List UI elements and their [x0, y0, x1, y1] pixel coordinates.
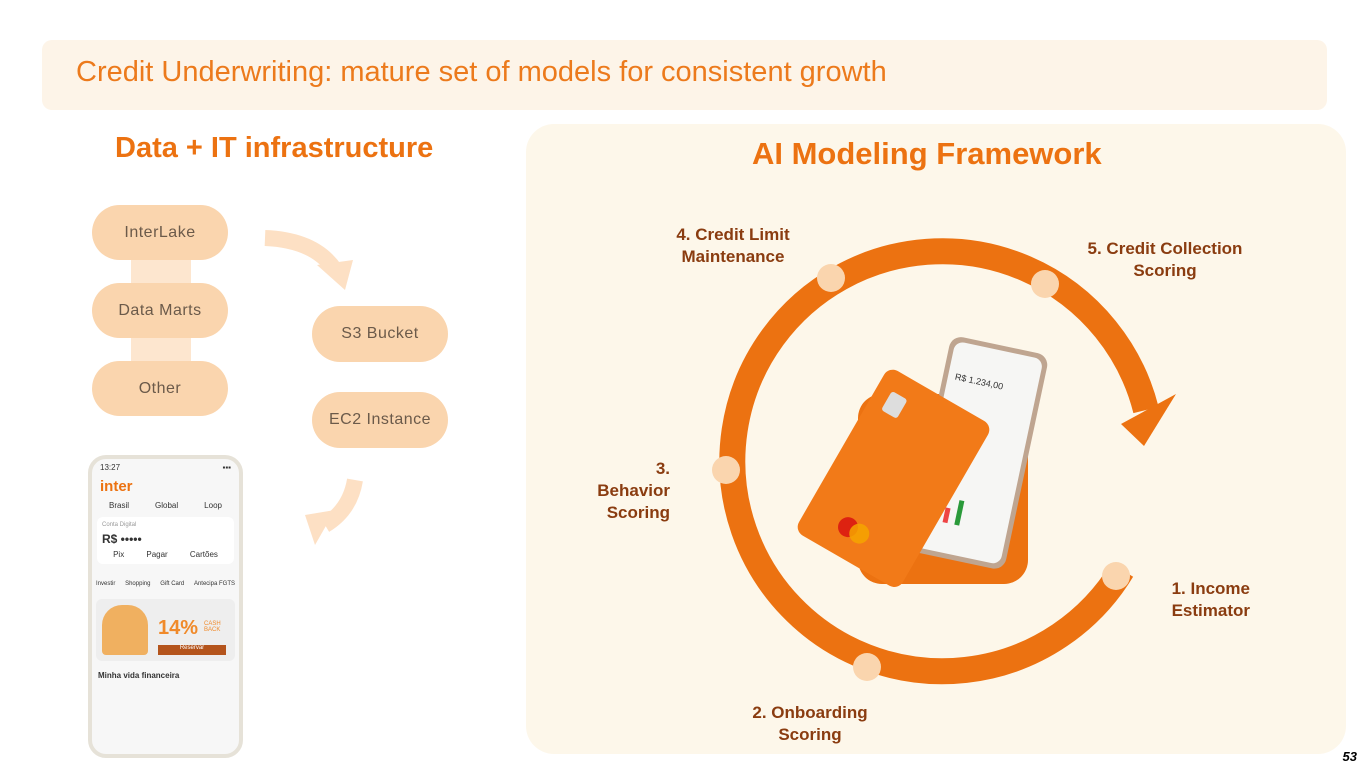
pill-ec2-instance: EC2 Instance [312, 392, 448, 448]
pill-interlake: InterLake [92, 205, 228, 260]
pill-other: Other [92, 361, 228, 416]
phone-shortcut: Gift Card [160, 581, 185, 587]
step-behavior-scoring: 3. Behavior Scoring [597, 459, 670, 522]
step-onboarding-scoring: 2. Onboarding Scoring [752, 703, 868, 744]
slide-title: Credit Underwriting: mature set of model… [76, 56, 887, 88]
phone-account-label: Conta Digital [102, 522, 137, 528]
phone-shortcut: Shopping [125, 581, 151, 587]
pill-data-marts: Data Marts [92, 283, 228, 338]
phone-promo-tag: CASH BACK [204, 621, 221, 633]
phone-action: Pagar [146, 550, 168, 559]
phone-section: Minha vida financeira [98, 671, 180, 680]
flow-arrows [264, 230, 363, 545]
step-credit-limit-maintenance: 4. Credit Limit Maintenance [676, 225, 790, 266]
phone-tab: Global [155, 501, 179, 510]
step-credit-collection-scoring: 5. Credit Collection Scoring [1087, 239, 1243, 280]
phone-action: Pix [113, 550, 125, 559]
left-heading: Data + IT infrastructure [115, 132, 434, 164]
right-heading: AI Modeling Framework [752, 136, 1102, 171]
pill-s3-bucket: S3 Bucket [312, 306, 448, 362]
phone-tab: Loop [204, 501, 222, 510]
phone-time: 13:27 [100, 463, 121, 472]
cycle-ring: R$ 1.234,00 [712, 238, 1176, 685]
phone-promo-button: Reservar [158, 645, 226, 655]
phone-balance: R$ ••••• [102, 532, 142, 546]
page-number: 53 [1342, 749, 1357, 764]
phone-brand: inter [100, 478, 133, 495]
phone-promo: 14% [158, 617, 199, 639]
title-bar [42, 40, 1327, 110]
phone-action: Cartões [189, 550, 218, 559]
phone-tab: Brasil [109, 501, 130, 510]
step-income-estimator: 1. Income Estimator [1171, 579, 1250, 620]
phone-shortcut: Investir [96, 581, 116, 587]
phone-shortcut: Antecipa FGTS [193, 581, 235, 587]
